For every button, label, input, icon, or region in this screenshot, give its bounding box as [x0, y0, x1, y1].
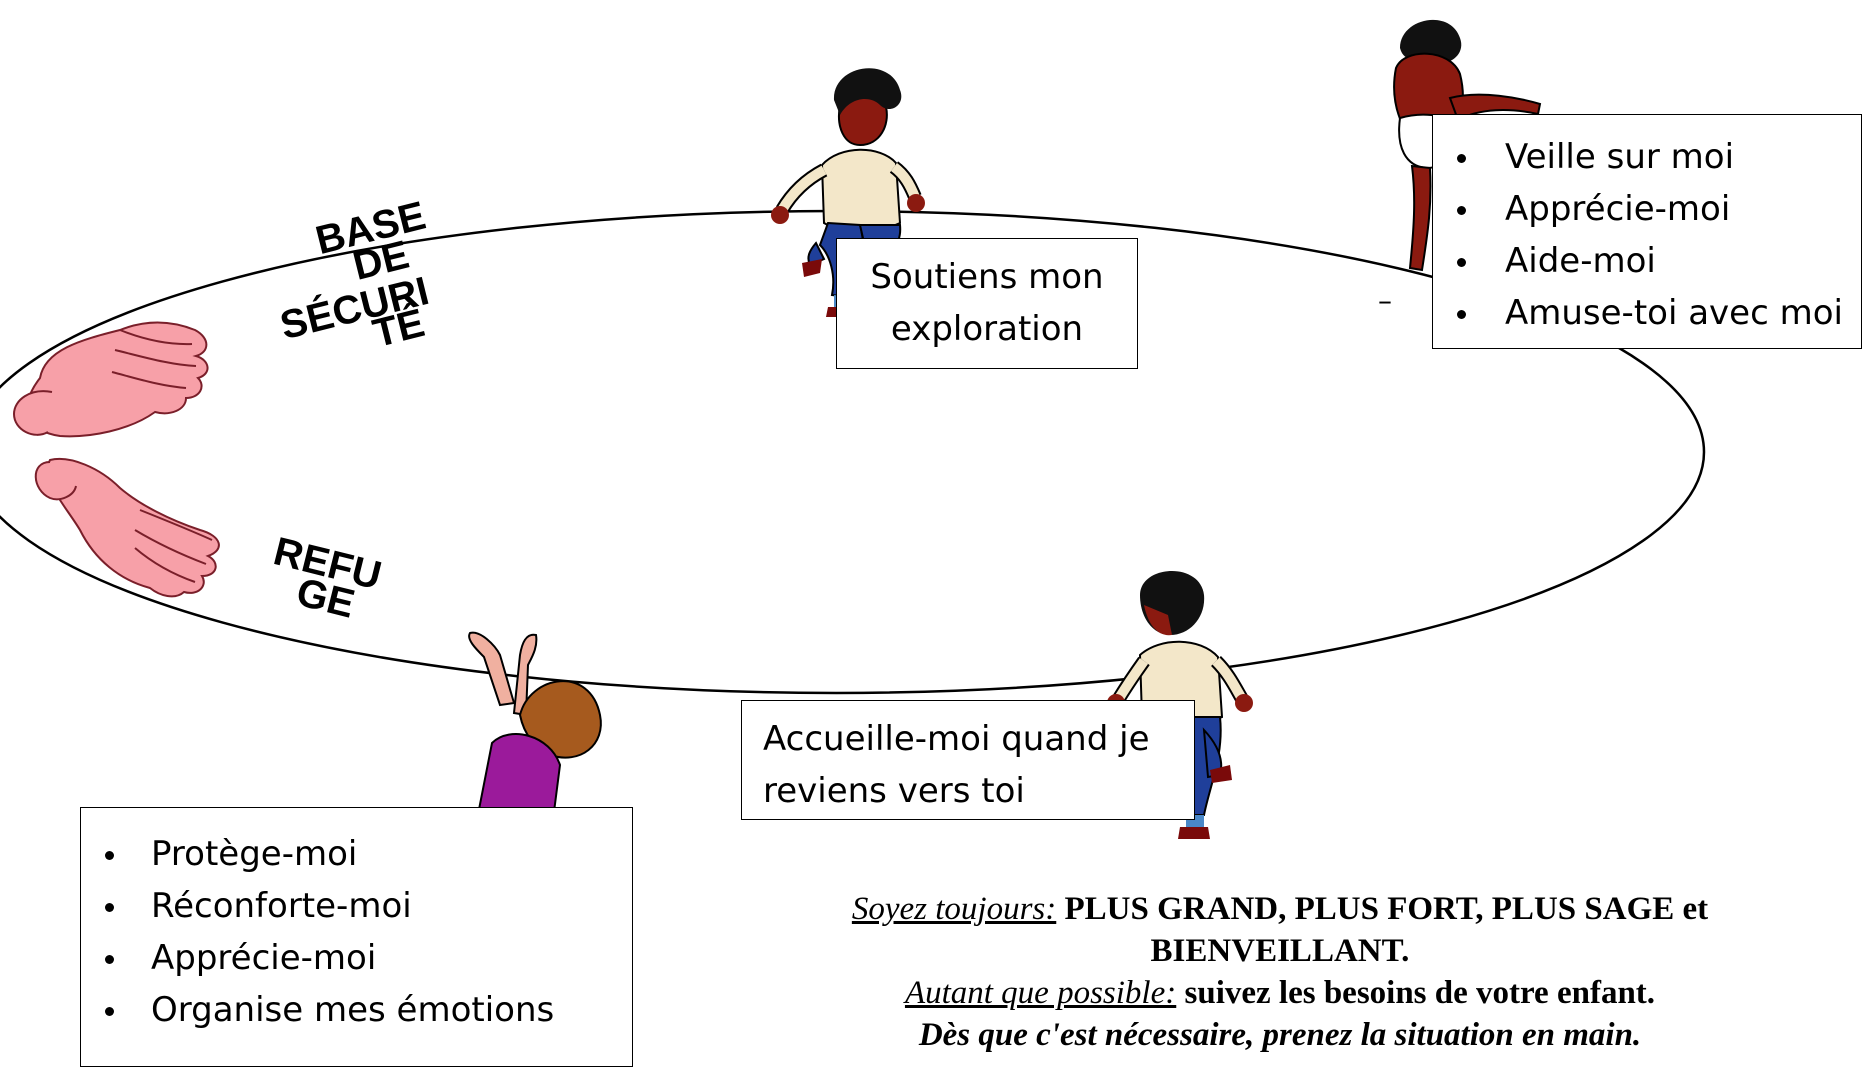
list-item: Réconforte-moi: [81, 880, 632, 932]
caption-line3: Dès que c'est nécessaire, prenez la situ…: [918, 1017, 1642, 1053]
watch-over-box: Veille sur moi Apprécie-moi Aide-moi Amu…: [1432, 114, 1862, 349]
list-item: Aide-moi: [1433, 235, 1861, 287]
caption-line1-lead: Soyez toujours:: [851, 891, 1057, 927]
caption-line1: Soyez toujours: PLUS GRAND, PLUS FORT, P…: [740, 888, 1820, 972]
safe-haven-label: REFU GE: [269, 529, 385, 626]
circle-of-security-diagram: BASE DE SÉCURI TÉ REFU GE –: [0, 19, 1705, 929]
upper-hand-icon: [12, 321, 209, 438]
welcome-line2: reviens vers toi: [763, 771, 1025, 811]
list-item: Apprécie-moi: [1433, 183, 1861, 235]
caption-line2: Autant que possible: suivez les besoins …: [740, 972, 1820, 1014]
list-item: Protège-moi: [81, 828, 632, 880]
explore-line1: Soutiens mon: [870, 257, 1104, 297]
welcome-back-box: Accueille-moi quand je reviens vers toi: [741, 700, 1195, 820]
diagram-canvas: BASE DE SÉCURI TÉ REFU GE –: [0, 19, 1705, 929]
toddler-climbing-icon: [1393, 19, 1542, 272]
watch-list: Veille sur moi Apprécie-moi Aide-moi Amu…: [1433, 131, 1861, 339]
explore-line2: exploration: [890, 309, 1084, 349]
secure-base-label: BASE DE SÉCURI TÉ: [276, 194, 434, 357]
explore-support-box: Soutiens mon exploration: [836, 238, 1138, 369]
caption-line2-rest: suivez les besoins de votre enfant.: [1176, 975, 1656, 1011]
dash-mark: –: [1378, 284, 1392, 317]
list-item: Organise mes émotions: [81, 984, 632, 1036]
list-item: Veille sur moi: [1433, 131, 1861, 183]
caption-line2-lead: Autant que possible:: [904, 975, 1177, 1011]
list-item: Amuse-toi avec moi: [1433, 287, 1861, 339]
welcome-line1: Accueille-moi quand je: [763, 719, 1150, 759]
list-item: Apprécie-moi: [81, 932, 632, 984]
guidance-caption: Soyez toujours: PLUS GRAND, PLUS FORT, P…: [740, 888, 1820, 1056]
caption-line1-rest: PLUS GRAND, PLUS FORT, PLUS SAGE et BIEN…: [1056, 891, 1709, 969]
protect-list: Protège-moi Réconforte-moi Apprécie-moi …: [81, 828, 632, 1036]
protect-comfort-box: Protège-moi Réconforte-moi Apprécie-moi …: [80, 807, 633, 1067]
lower-hand-icon: [34, 458, 220, 598]
